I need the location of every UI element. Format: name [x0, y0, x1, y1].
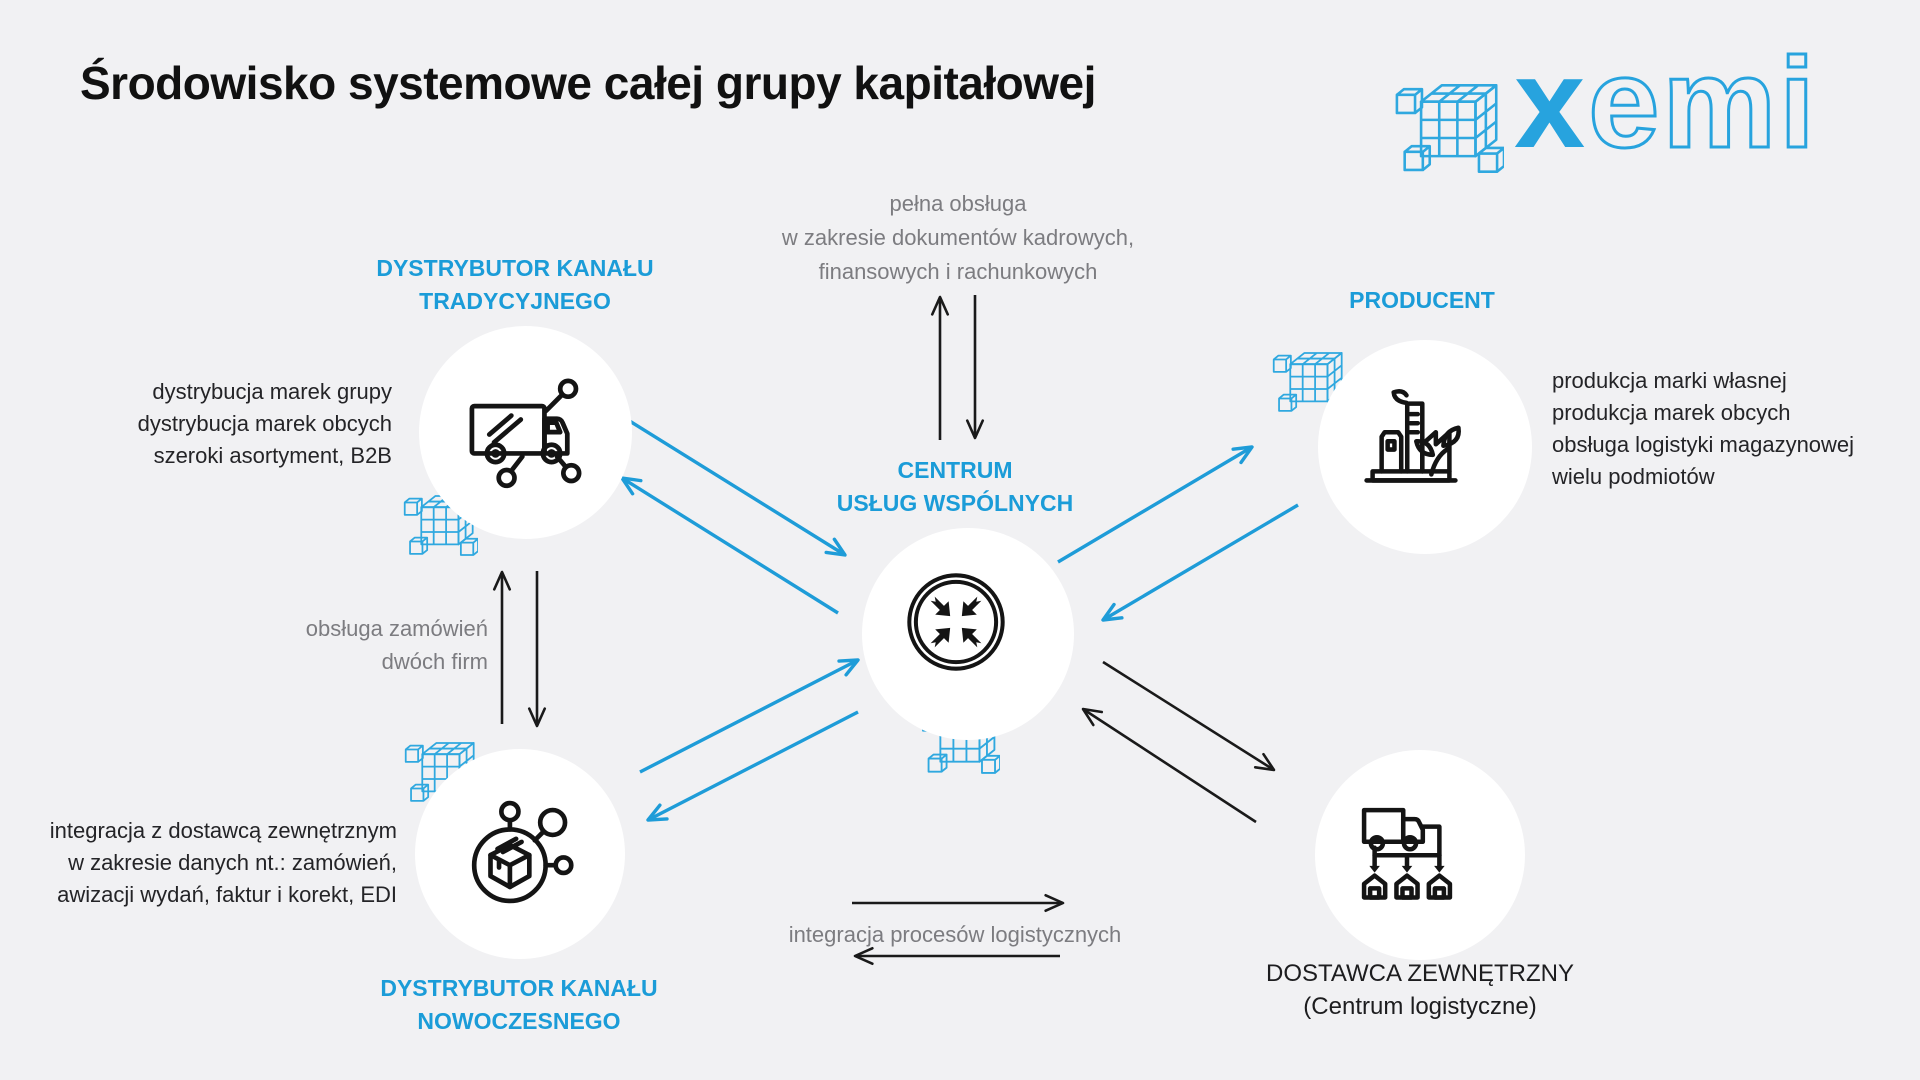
- label-producer: PRODUCENT: [1349, 287, 1495, 313]
- desc-producer: produkcja marki własnej produkcja marek …: [1552, 368, 1855, 489]
- annotation-orders: obsługa zamówień dwóch firm: [305, 616, 488, 674]
- node-traditional-distributor: [419, 326, 632, 539]
- xemi-logo: xemi: [1390, 38, 1818, 176]
- node-shared-services-center: [862, 528, 1074, 740]
- page-title: Środowisko systemowe całej grupy kapitał…: [80, 57, 1096, 109]
- truck-warehouses-icon: [1361, 807, 1453, 900]
- label-external-supplier: DOSTAWCA ZEWNĘTRZNY (Centrum logistyczne…: [1266, 960, 1574, 1020]
- label-traditional-distributor: DYSTRYBUTOR KANAŁU TRADYCYJNEGO: [376, 255, 654, 314]
- xemi-cube-icon: [1395, 84, 1504, 173]
- node-modern-distributor: [415, 749, 625, 959]
- factory-leaf-icon: [1364, 389, 1461, 483]
- desc-modern-distributor: integracja z dostawcą zewnętrznym w zakr…: [49, 818, 397, 907]
- node-external-supplier: [1315, 750, 1525, 960]
- package-network-icon: [471, 800, 574, 904]
- desc-traditional-distributor: dystrybucja marek grupy dystrybucja mare…: [137, 379, 392, 468]
- xemi-wordmark: xemi: [1514, 32, 1818, 175]
- label-modern-distributor: DYSTRYBUTOR KANAŁU NOWOCZESNEGO: [380, 975, 658, 1034]
- label-shared-services-center: CENTRUM USŁUG WSPÓLNYCH: [836, 457, 1074, 516]
- converge-arrows-icon: [907, 573, 1005, 671]
- annotation-logistics: integracja procesów logistycznych: [788, 922, 1122, 947]
- delivery-truck-network-icon: [469, 378, 581, 488]
- annotation-hr-services: pełna obsługa w zakresie dokumentów kadr…: [781, 191, 1135, 284]
- node-producer: [1318, 340, 1532, 554]
